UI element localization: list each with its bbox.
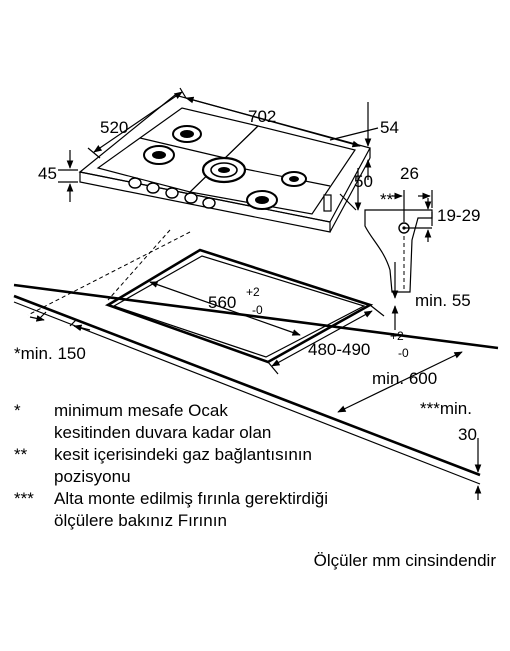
footnote-text: pozisyonu (54, 467, 131, 486)
dim-54: 54 (380, 118, 399, 137)
footnote-text: Alta monte edilmiş fırınla gerektirdiği (54, 489, 329, 508)
hob-illustration (78, 94, 371, 233)
burner-front-left (143, 145, 175, 165)
worktop-illustration (13, 229, 499, 485)
footnote-mark: ** (14, 445, 28, 464)
dim-560-tol-minus: -0 (252, 303, 263, 317)
dim-560: 560 (208, 293, 236, 312)
dim-min-30-value: 30 (458, 425, 477, 444)
footnote-text: kesitinden duvara kadar olan (54, 423, 272, 442)
dim-702: 702 (248, 107, 276, 126)
gas-position-mark: ** (380, 190, 394, 209)
dim-480-490-tol-minus: -0 (398, 346, 409, 360)
footnote-text: minimum mesafe Ocak (54, 401, 228, 420)
unit-note: Ölçüler mm cinsindendir (313, 551, 496, 570)
dim-50: 50 (354, 172, 373, 191)
dim-45: 45 (38, 164, 57, 183)
footnote-text: kesit içerisindeki gaz bağlantısının (54, 445, 312, 464)
hob-dimensions: 520 702 54 45 50 (38, 87, 399, 211)
burner-back-left (172, 125, 202, 143)
cutout-dimensions: 560 +2 -0 480-490 +2 -0 *min. 150 min. 6… (14, 281, 482, 500)
control-knobs (128, 177, 216, 209)
burner-wok-center (201, 156, 247, 184)
footnote-mark: *** (14, 489, 34, 508)
footnote-text: ölçülere bakınız Fırının (54, 511, 227, 530)
burner-back-right (281, 171, 307, 187)
side-section-detail: ** 26 19-29 min. 55 (364, 164, 480, 330)
dim-480-490: 480-490 (308, 340, 370, 359)
burner-front-right (246, 190, 278, 210)
footnote-mark: * (14, 401, 21, 420)
dim-560-tol-plus: +2 (246, 285, 260, 299)
dim-480-490-tol-plus: +2 (390, 329, 404, 343)
dim-520: 520 (100, 118, 128, 137)
dim-min-30-label: ***min. (420, 399, 472, 418)
dim-19-29: 19-29 (437, 206, 480, 225)
footnote-1: * minimum mesafe Ocak kesitinden duvara … (14, 400, 484, 444)
dim-min-55: min. 55 (415, 291, 471, 310)
footnotes: * minimum mesafe Ocak kesitinden duvara … (14, 400, 484, 532)
dim-min-600: min. 600 (372, 369, 437, 388)
dim-min-150: *min. 150 (14, 344, 86, 363)
footnote-2: ** kesit içerisindeki gaz bağlantısının … (14, 444, 484, 488)
dim-26: 26 (400, 164, 419, 183)
footnote-3: *** Alta monte edilmiş fırınla gerektird… (14, 488, 484, 532)
